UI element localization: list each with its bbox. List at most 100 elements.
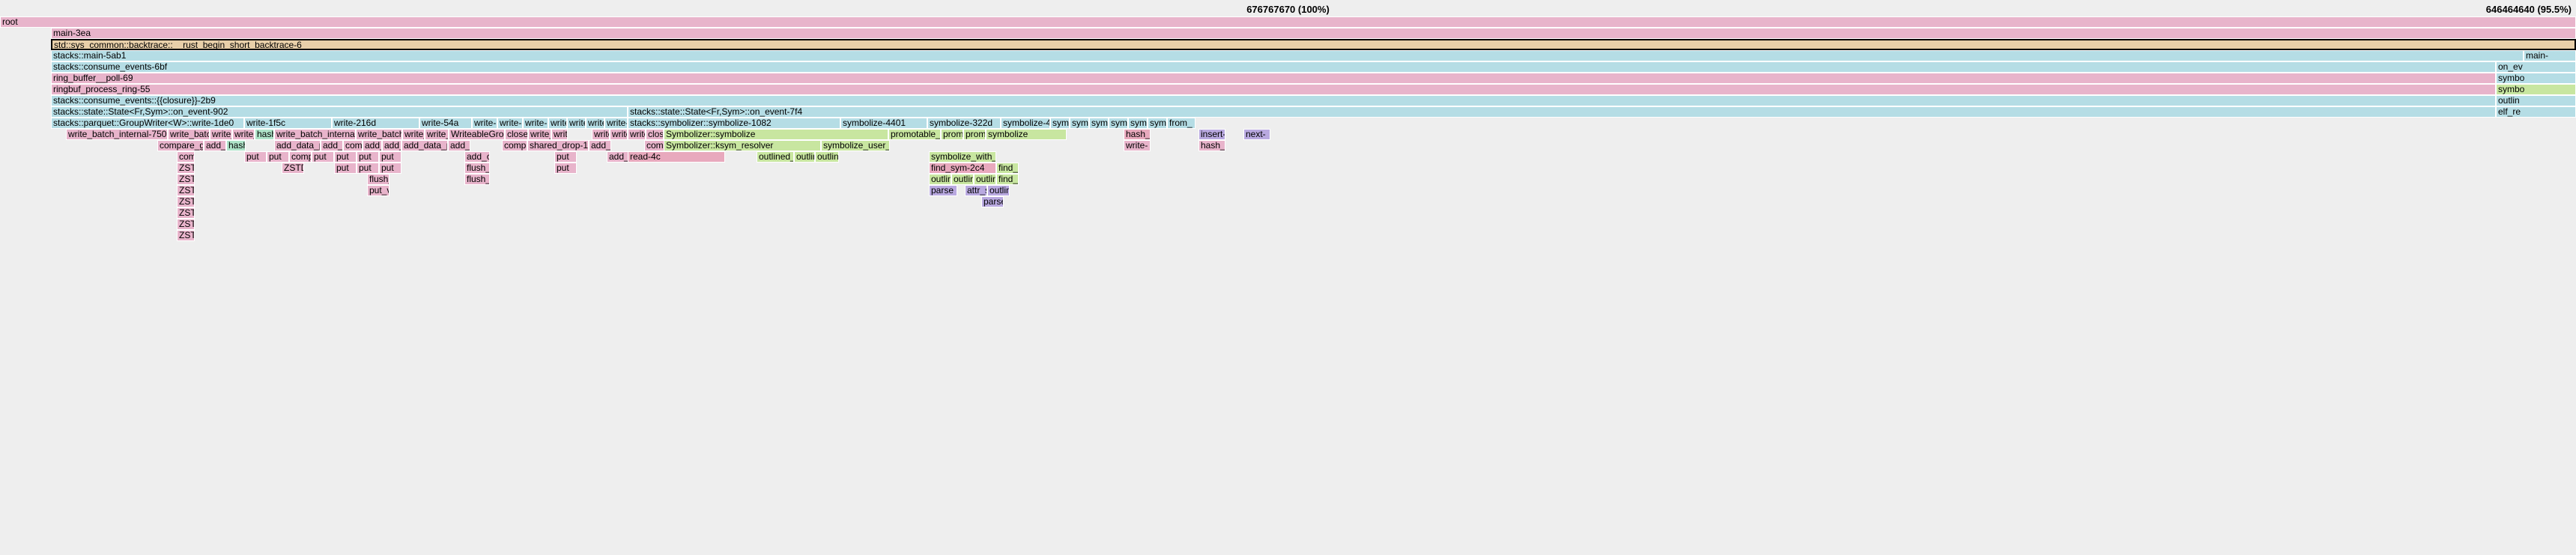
flame-frame[interactable]: ZSTD (282, 163, 304, 174)
flame-frame[interactable]: stacks::parquet::GroupWriter<W>::write-1… (51, 118, 244, 129)
flame-frame[interactable]: main- (2524, 50, 2576, 61)
flame-frame[interactable]: ring_buffer__poll-69 (51, 73, 2496, 84)
flame-frame[interactable]: put (379, 163, 401, 174)
flame-frame[interactable]: write_batch_ (168, 129, 210, 140)
flame-frame[interactable]: write- (497, 118, 523, 129)
flame-frame[interactable]: on_ev (2496, 61, 2576, 73)
flame-frame[interactable]: outlin (974, 174, 996, 185)
flame-frame[interactable]: write_batch_internal-750 (66, 129, 168, 140)
flame-frame[interactable]: ringbuf_process_ring-55 (51, 84, 2496, 95)
flame-frame[interactable]: comp (343, 140, 363, 151)
flame-frame[interactable]: write- (523, 118, 548, 129)
flame-frame[interactable]: write_ (610, 129, 628, 140)
flame-frame[interactable]: write_ (402, 129, 425, 140)
flame-frame[interactable]: hash_ (1198, 140, 1225, 151)
flame-frame[interactable]: stacks::state::State<Fr,Sym>::on_event-7… (628, 106, 2496, 118)
flame-frame[interactable]: ZSTD (177, 196, 195, 207)
flame-frame[interactable]: hash_ (1124, 129, 1151, 140)
flame-frame[interactable]: write- (548, 118, 567, 129)
flame-frame[interactable]: WriteableGroup>-2 (449, 129, 505, 140)
flame-frame[interactable]: add_c (589, 140, 611, 151)
flame-frame[interactable]: flush_ (464, 174, 490, 185)
flame-frame[interactable]: write_ (551, 129, 568, 140)
flame-frame[interactable]: ZSTD (177, 163, 195, 174)
flame-frame[interactable]: put (312, 151, 334, 163)
flame-frame[interactable]: put (357, 151, 379, 163)
flame-frame[interactable]: add_c (204, 140, 226, 151)
flame-frame[interactable]: root (0, 16, 2576, 28)
flame-frame[interactable]: put_v (367, 185, 390, 196)
flame-frame[interactable]: write_ (425, 129, 449, 140)
flame-frame[interactable]: ZSTD (177, 185, 195, 196)
flame-frame[interactable]: ZSTD (177, 174, 195, 185)
flame-frame[interactable]: stacks::symbolizer::symbolize-1082 (628, 118, 840, 129)
flame-frame[interactable]: put (334, 151, 357, 163)
flame-frame[interactable]: add_data_p (274, 140, 321, 151)
flame-frame[interactable]: flush_ (464, 163, 490, 174)
flame-frame[interactable]: outlin (2496, 95, 2576, 106)
flame-frame[interactable]: hash_ (255, 129, 274, 140)
flame-frame[interactable]: read-4c (628, 151, 725, 163)
flame-frame[interactable]: write-216d (332, 118, 419, 129)
flame-frame[interactable]: from_ (1167, 118, 1195, 129)
flame-frame[interactable]: find_s (996, 174, 1019, 185)
flame-frame[interactable]: comp (289, 151, 312, 163)
flame-frame[interactable]: symbolize-4401 (840, 118, 927, 129)
flame-frame[interactable]: std::sys_common::backtrace::__rust_begin… (51, 39, 2576, 50)
flame-frame[interactable]: symbo (1050, 118, 1070, 129)
flame-frame[interactable]: insert- (1198, 129, 1225, 140)
flame-frame[interactable]: compare_gr (157, 140, 204, 151)
flame-frame[interactable]: put (334, 163, 357, 174)
flame-frame[interactable]: write- (604, 118, 628, 129)
flame-frame[interactable]: symbolize_with_resolver (929, 151, 996, 163)
flame-frame[interactable]: add_c (363, 140, 382, 151)
flame-frame[interactable]: add_c (464, 151, 490, 163)
flame-frame[interactable]: symbolize-4442 (1001, 118, 1050, 129)
flame-frame[interactable]: add_c (607, 151, 629, 163)
flame-frame[interactable]: add_c (382, 140, 401, 151)
flame-frame[interactable]: attr_s (965, 185, 987, 196)
flame-frame[interactable]: add_c (321, 140, 343, 151)
flame-frame[interactable]: outlin (794, 151, 815, 163)
flame-frame[interactable]: symbo (2496, 84, 2576, 95)
flame-frame[interactable]: Symbolizer::ksym_resolver (664, 140, 821, 151)
flame-frame[interactable]: put (244, 151, 267, 163)
flame-frame[interactable]: stacks::state::State<Fr,Sym>::on_event-9… (51, 106, 628, 118)
flame-frame[interactable]: write_ (592, 129, 610, 140)
flame-frame[interactable]: outlin (929, 174, 951, 185)
flame-frame[interactable]: write- (472, 118, 497, 129)
flame-frame[interactable]: add_data_p (401, 140, 448, 151)
flame-frame[interactable]: main-3ea (51, 28, 2576, 39)
flame-frame[interactable]: symbolize_user_addrs (821, 140, 890, 151)
flame-frame[interactable]: write-54a (419, 118, 472, 129)
flame-frame[interactable]: parse (981, 196, 1004, 207)
flame-frame[interactable]: stacks::consume_events::{{closure}}-2b9 (51, 95, 2496, 106)
flame-frame[interactable]: stacks::main-5ab1 (51, 50, 2524, 61)
flame-frame[interactable]: outlin (951, 174, 974, 185)
flame-frame[interactable]: stacks::consume_events-6bf (51, 61, 2496, 73)
flame-frame[interactable]: ZSTD (177, 207, 195, 219)
flame-frame[interactable]: write- (586, 118, 604, 129)
flame-frame[interactable]: write_ (210, 129, 232, 140)
flame-frame[interactable]: write- (567, 118, 586, 129)
flame-frame[interactable]: put (554, 151, 577, 163)
flame-frame[interactable]: symbolize-322d (927, 118, 1001, 129)
flame-frame[interactable]: ZSTD (177, 219, 195, 230)
flame-frame[interactable]: find_s (996, 163, 1019, 174)
flame-frame[interactable]: promo (941, 129, 963, 140)
flame-frame[interactable]: elf_re (2496, 106, 2576, 118)
flame-frame[interactable]: symbo (1128, 118, 1148, 129)
flame-frame[interactable]: Symbolizer::symbolize (664, 129, 888, 140)
flame-frame[interactable]: outlined_call_outlin (757, 151, 794, 163)
flame-frame[interactable]: shared_drop-13 (527, 140, 589, 151)
flame-frame[interactable]: close (505, 129, 528, 140)
flame-frame[interactable]: comp (177, 151, 195, 163)
flame-frame[interactable]: symbo (1148, 118, 1167, 129)
flame-frame[interactable]: close (646, 129, 664, 140)
flame-frame[interactable]: ZSTD (177, 230, 195, 241)
flame-frame[interactable]: put (267, 151, 289, 163)
flame-frame[interactable]: write_ (528, 129, 551, 140)
flame-frame[interactable]: comp (502, 140, 527, 151)
flame-frame[interactable]: symbo (2496, 73, 2576, 84)
flame-frame[interactable]: promotable_even_ (888, 129, 941, 140)
